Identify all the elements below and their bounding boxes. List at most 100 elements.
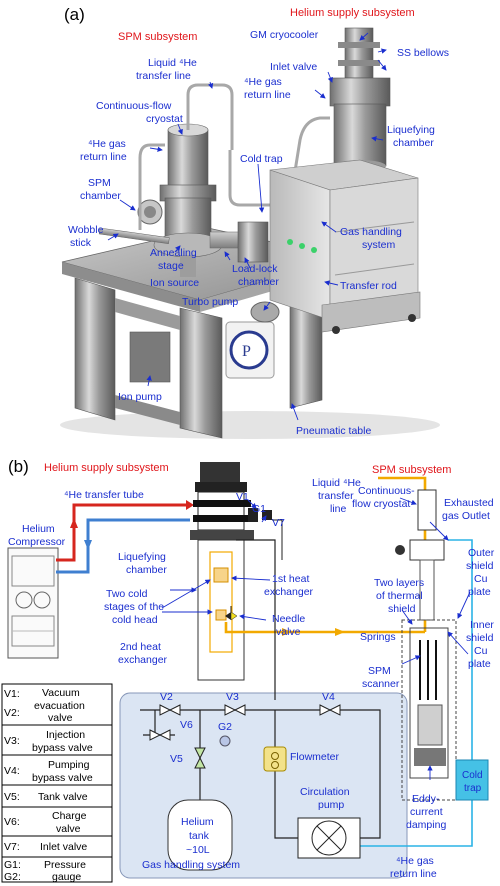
legend-g2-key: G2: [4,871,21,883]
svg-text:P: P [242,343,251,360]
label-v2: V2 [160,691,173,703]
label-liquefying-a1: Liquefying [387,124,435,136]
legend-v4-key: V4: [4,765,20,777]
label-wobble-2: stick [70,237,92,249]
label-wobble-1: Wobble [68,224,104,236]
legend-g-desc2: gauge [52,871,81,883]
label-eddy-3: damping [406,819,446,831]
label-tank-3: ~10L [186,844,210,856]
legend-g-desc1: Pressure [44,859,86,871]
label-g2: G2 [218,721,232,733]
panel-b-helium-title: Helium supply subsystem [44,462,169,474]
gas-handling-box [119,692,408,879]
label-liq-line-1: Liquid ⁴He [312,477,361,489]
label-gas-handling-1: Gas handling [340,226,402,238]
label-circ-2: pump [318,799,344,811]
spm-cryostat-schematic [395,489,457,801]
helium-compressor [7,547,59,659]
legend-v5-desc1: Tank valve [38,791,88,803]
label-liq-line-2: transfer [318,490,354,502]
legend-v6-desc1: Charge [52,810,87,822]
label-v5: V5 [170,753,183,765]
label-gas-handling-2: system [362,239,396,251]
legend-v7-desc1: Inlet valve [40,841,87,853]
label-compressor-1: Helium [22,523,55,535]
legend-v7-key: V7: [4,841,20,853]
label-flowmeter: Flowmeter [290,751,340,763]
panel-b-spm-title: SPM subsystem [372,464,451,476]
label-liq-transfer-2: transfer line [136,70,191,82]
label-v3: V3 [226,691,239,703]
label-liquefying-b1: Liquefying [118,551,166,563]
spm-chamber-drawing [98,123,280,323]
label-two-layers-1: Two layers [374,577,424,589]
label-cont-flow-b2: flow cryostat [352,498,410,510]
helium-tank [167,799,233,871]
legend-v1-desc3: valve [48,712,73,724]
label-needle-2: valve [276,626,301,638]
label-cont-flow-1: Continuous-flow [96,100,172,112]
label-first-hx-2: exchanger [264,586,314,598]
label-circ-1: Circulation [300,786,350,798]
label-outer-3: Cu [474,573,488,585]
label-cont-flow-b1: Continuous- [358,485,415,497]
label-outer-4: plate [468,586,491,598]
legend-v1-desc2: evacuation [34,700,85,712]
gas-cabinet-drawing [269,159,421,334]
valve-legend: V1: V2: Vacuum evacuation valve V3: Inje… [1,683,113,883]
label-inlet-valve: Inlet valve [270,61,317,73]
label-spm-chamber-2: chamber [80,190,121,202]
label-ss-bellows: SS bellows [397,47,449,59]
label-ion-source: Ion source [150,277,199,289]
label-spm-scanner-1: SPM [368,665,391,677]
label-outer-2: shield [466,560,494,572]
legend-v6-key: V6: [4,816,20,828]
valves [149,704,341,769]
label-tank-2: tank [189,830,210,842]
label-g1: G1 [252,503,266,515]
label-inner-2: shield [466,632,494,644]
label-outer-1: Outer [468,547,495,559]
label-he-return-a2: return line [244,89,291,101]
label-gas-return-b2: return line [80,151,127,163]
legend-v6-desc2: valve [56,823,81,835]
legend-v3-key: V3: [4,735,20,747]
circulation-pump [297,817,361,859]
cold-trap-box [455,759,489,801]
label-return-2: return line [390,868,437,880]
label-exhausted-1: Exhausted [444,497,494,509]
panel-a: P [60,5,449,439]
label-compressor-2: Compressor [8,536,66,548]
panel-a-helium-title: Helium supply subsystem [290,7,415,19]
panel-b-pointers [161,497,471,780]
gauge-g2 [219,735,231,747]
legend-v5-key: V5: [4,791,20,803]
label-two-cold-1: Two cold [106,588,148,600]
label-gas-return-b1: ⁴He gas [88,138,126,150]
label-ion-pump: Ion pump [118,391,162,403]
liquefier-drawing [329,27,391,172]
label-cont-flow-2: cryostat [146,113,183,125]
label-he-return-a1: ⁴He gas [244,76,282,88]
legend-v3-desc1: Injection [46,729,85,741]
legend-v1-key: V1: [4,688,20,700]
legend-v3-desc2: bypass valve [32,742,93,754]
panel-b: (b) Helium supply subsystem SPM subsyste… [1,457,495,883]
label-v7: V7 [272,517,285,529]
label-return-1: ⁴He gas [396,855,434,867]
panel-b-tag: (b) [8,457,29,476]
label-spm-scanner-2: scanner [362,678,400,690]
label-inner-4: plate [468,658,491,670]
label-liquefying-a2: chamber [393,137,434,149]
label-v6: V6 [180,719,193,731]
label-loadlock-1: Load-lock [232,263,278,275]
label-v1: V1 [236,491,249,503]
label-annealing-2: stage [158,260,184,272]
label-pneumatic-table: Pneumatic table [296,425,371,437]
legend-v4-desc2: bypass valve [32,772,93,784]
label-cold-trap-a: Cold trap [240,153,283,165]
label-v4: V4 [322,691,335,703]
label-second-hx-2: exchanger [118,654,168,666]
label-two-layers-3: shield [388,603,416,615]
